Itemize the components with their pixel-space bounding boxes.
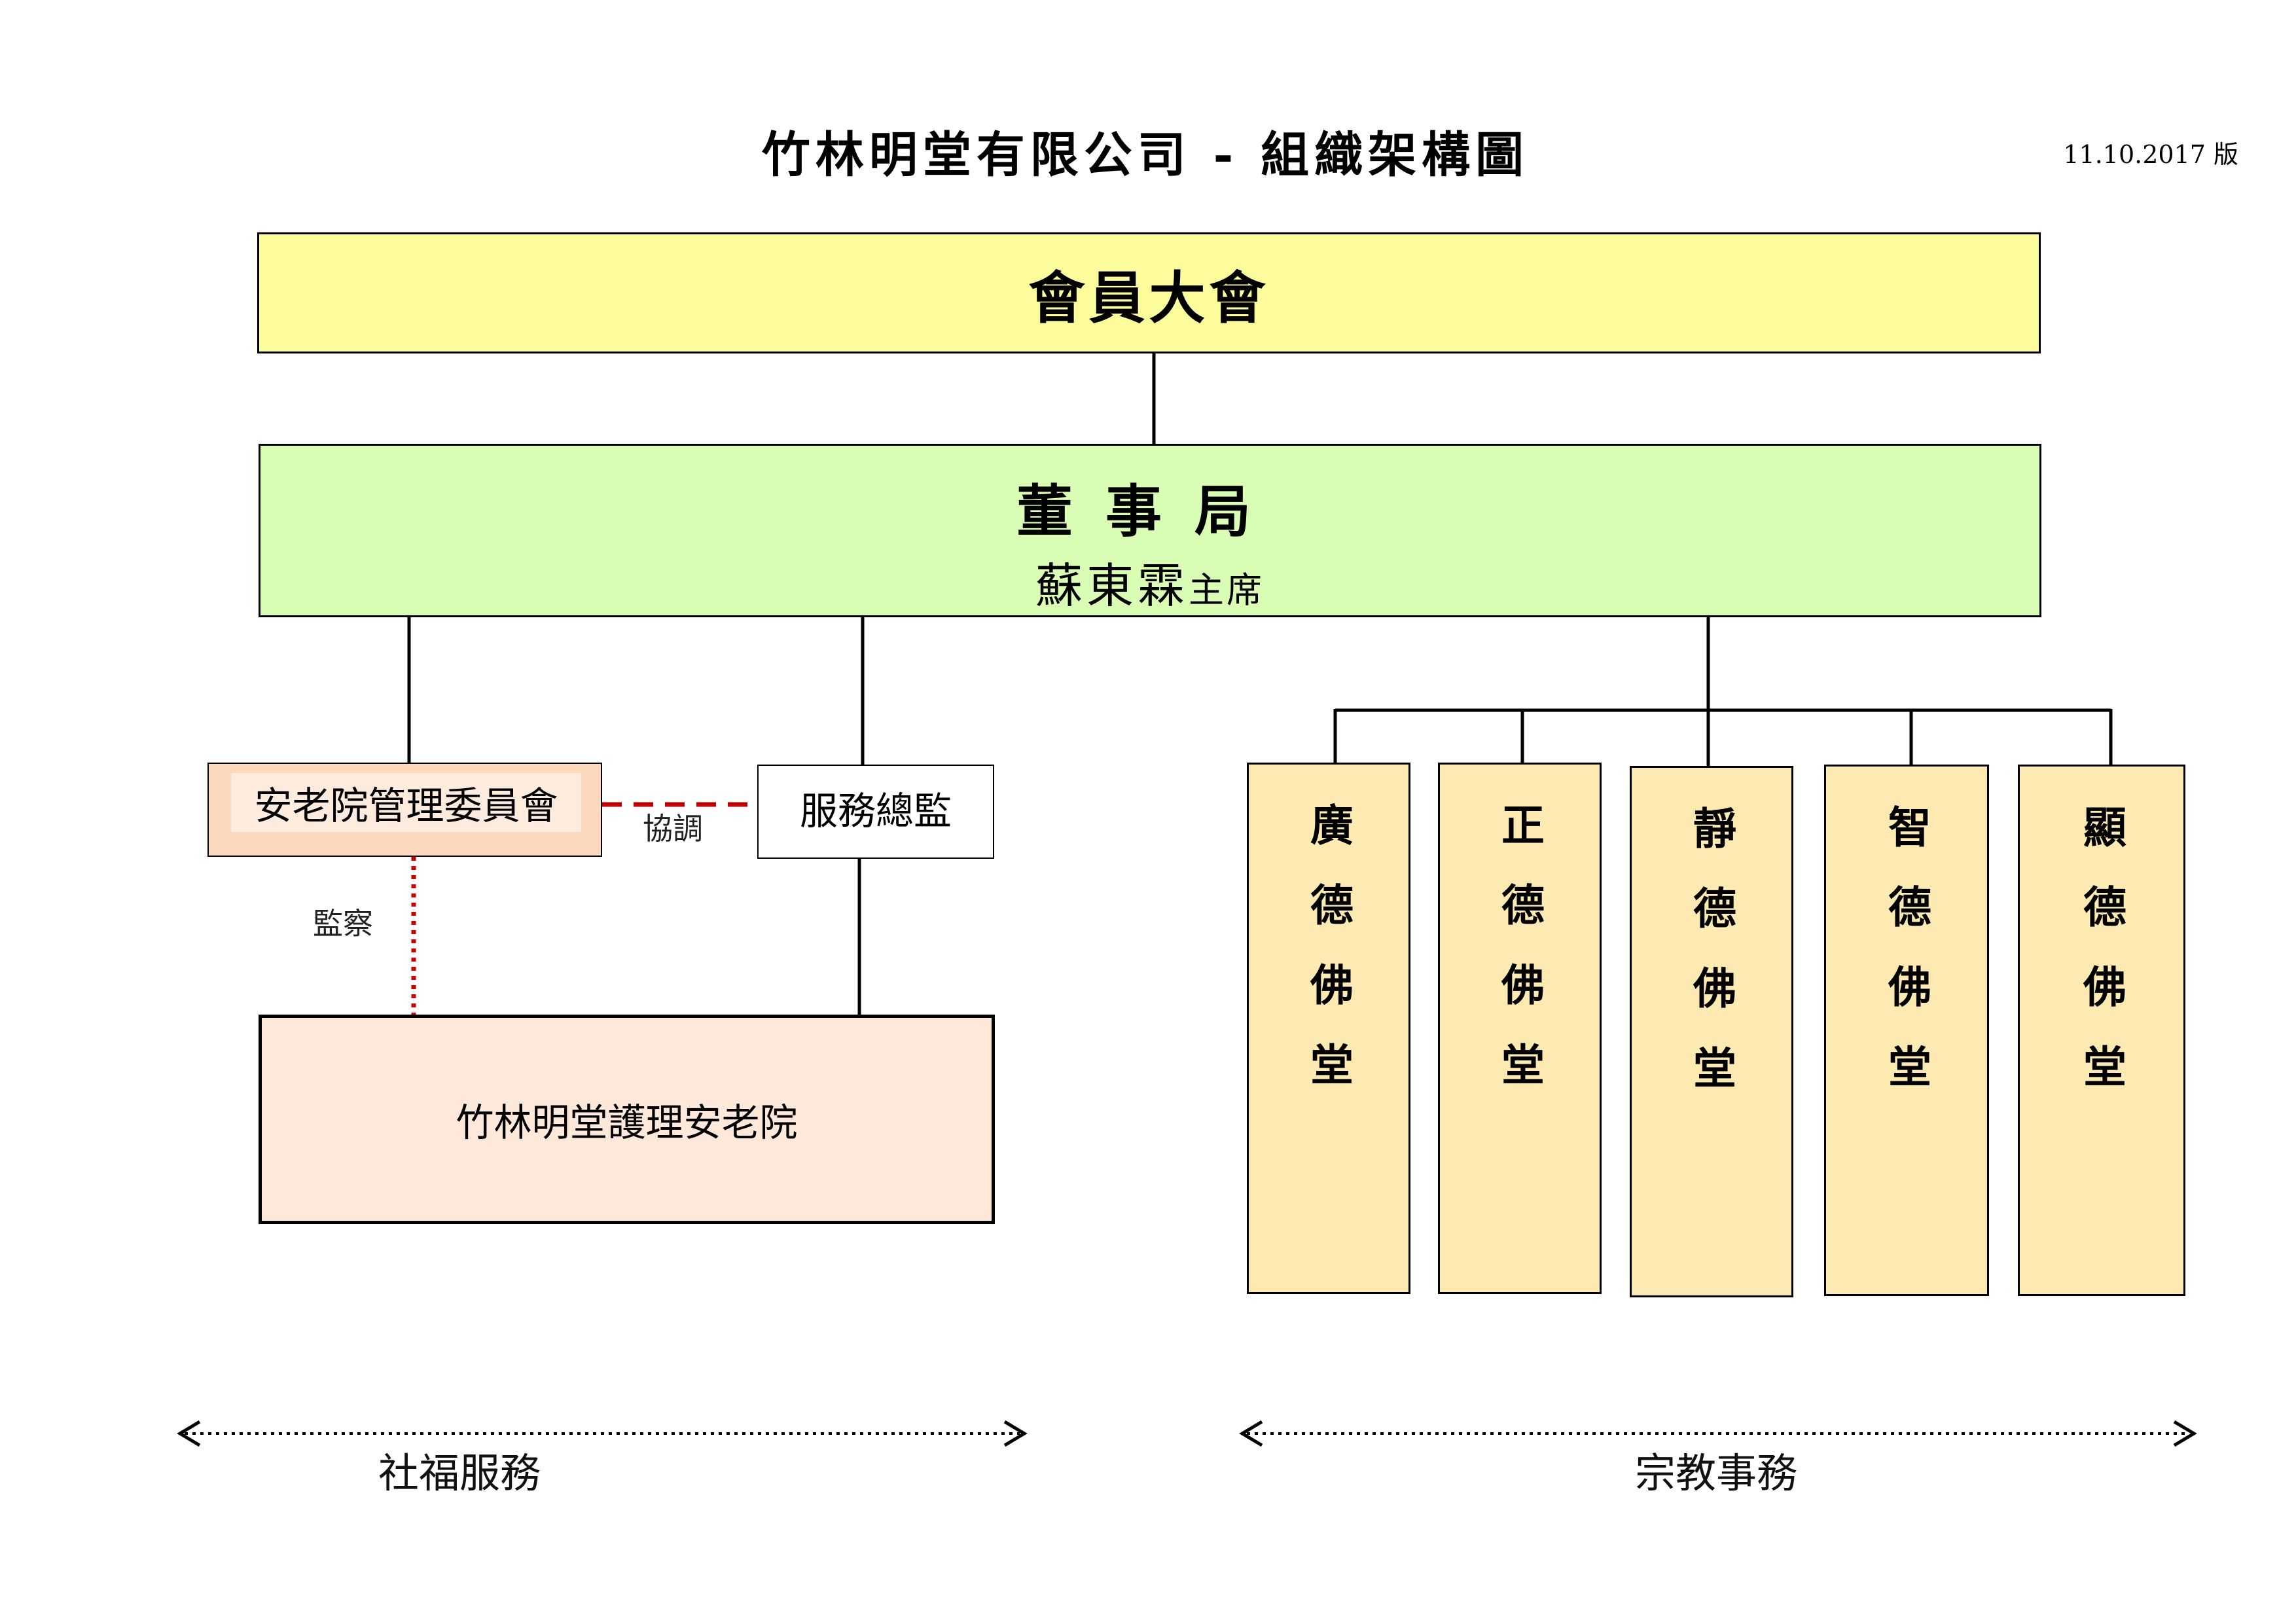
temple-label: 智德佛堂 bbox=[1881, 804, 1932, 1124]
supervise-label: 監察 bbox=[313, 906, 373, 941]
temple-box: 靜德佛堂 bbox=[1630, 766, 1793, 1297]
temple-box: 顯德佛堂 bbox=[2018, 765, 2185, 1296]
arrow-social-right-head bbox=[1003, 1420, 1028, 1447]
temple-label: 顯德佛堂 bbox=[2076, 804, 2127, 1124]
arrow-religion-right-head bbox=[2173, 1420, 2197, 1447]
general-assembly-label: 會員大會 bbox=[1028, 265, 1270, 331]
temple-box: 正德佛堂 bbox=[1438, 763, 1602, 1294]
social-services-label: 社福服務 bbox=[378, 1449, 541, 1497]
temple-label: 靜德佛堂 bbox=[1686, 806, 1737, 1125]
care-home-box: 竹林明堂護理安老院 bbox=[259, 1015, 995, 1224]
board-name: 董事局 bbox=[1016, 478, 1283, 545]
general-assembly-box: 會員大會 bbox=[257, 232, 2041, 353]
management-committee-label: 安老院管理委員會 bbox=[231, 773, 581, 832]
service-director-box: 服務總監 bbox=[757, 765, 994, 859]
chair-name: 蘇東霖 bbox=[1035, 558, 1189, 613]
temple-box: 廣德佛堂 bbox=[1247, 763, 1410, 1294]
board-chair: 蘇東霖主席 bbox=[260, 547, 2039, 616]
version-label: 11.10.2017 版 bbox=[2063, 140, 2238, 169]
religious-affairs-label: 宗教事務 bbox=[1635, 1449, 1798, 1497]
board-of-directors-box: 董事局 蘇東霖主席 bbox=[259, 444, 2041, 617]
management-committee-box: 安老院管理委員會 bbox=[207, 763, 602, 857]
chair-title: 主席 bbox=[1189, 569, 1265, 611]
coordinate-label: 協調 bbox=[643, 811, 703, 846]
temple-box: 智德佛堂 bbox=[1824, 765, 1989, 1296]
arrow-social-left-head bbox=[177, 1420, 201, 1447]
temple-label: 正德佛堂 bbox=[1494, 803, 1545, 1122]
arrow-religion-left-head bbox=[1239, 1420, 1263, 1447]
page-title: 竹林明堂有限公司 - 組織架構圖 bbox=[761, 126, 1530, 183]
temple-label: 廣德佛堂 bbox=[1303, 803, 1354, 1122]
